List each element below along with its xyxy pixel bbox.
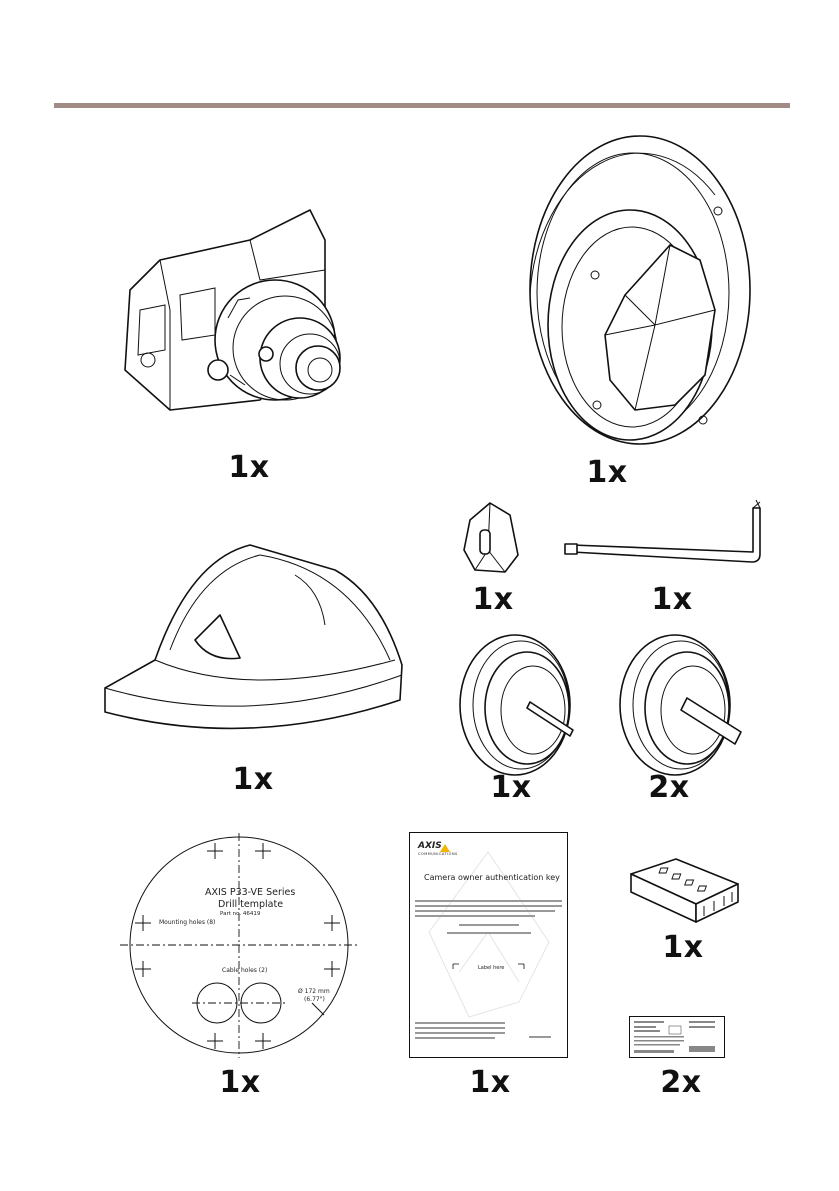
- quantity-label: 1x: [586, 455, 627, 490]
- quantity-label: 1x: [472, 582, 513, 617]
- owner-auth-key-icon: [409, 832, 568, 1058]
- bit-holder-icon: [460, 500, 522, 575]
- drill-template-part-no: Part no. 46419: [220, 911, 260, 917]
- torx-key-icon: [562, 500, 777, 570]
- quantity-label: 1x: [662, 930, 703, 965]
- diameter-label: Ø 172 mm: [298, 988, 330, 995]
- camera-module-icon: [110, 200, 370, 420]
- drill-template-subtitle: Drill template: [218, 899, 283, 910]
- quantity-label: 2x: [660, 1065, 701, 1100]
- cable-gasket-large-icon: [615, 630, 745, 780]
- quantity-label: 1x: [490, 770, 531, 805]
- drill-template-icon: [120, 833, 358, 1058]
- header-rule: [54, 103, 790, 108]
- serial-label-icon: [629, 1016, 725, 1058]
- quantity-label: 1x: [469, 1065, 510, 1100]
- axis-logo-sub: COMMUNICATIONS: [418, 852, 458, 856]
- dome-cover-icon: [485, 135, 750, 445]
- auth-key-title: Camera owner authentication key: [424, 873, 560, 882]
- quantity-label: 1x: [219, 1065, 260, 1100]
- cable-holes-label: Cable holes (2): [222, 967, 267, 974]
- label-here-text: Label here: [478, 965, 504, 971]
- axis-logo: AXIS: [418, 841, 442, 851]
- weathershield-icon: [100, 540, 405, 745]
- mounting-holes-label: Mounting holes (8): [159, 919, 215, 926]
- quantity-label: 1x: [232, 762, 273, 797]
- terminal-block-connector-icon: [626, 854, 746, 924]
- quantity-label: 2x: [648, 770, 689, 805]
- quantity-label: 1x: [651, 582, 692, 617]
- drill-template-title: AXIS P33-VE Series: [205, 887, 295, 898]
- diameter-inch-label: (6.77"): [304, 996, 325, 1003]
- quantity-label: 1x: [228, 450, 269, 485]
- cable-gasket-small-icon: [455, 630, 580, 780]
